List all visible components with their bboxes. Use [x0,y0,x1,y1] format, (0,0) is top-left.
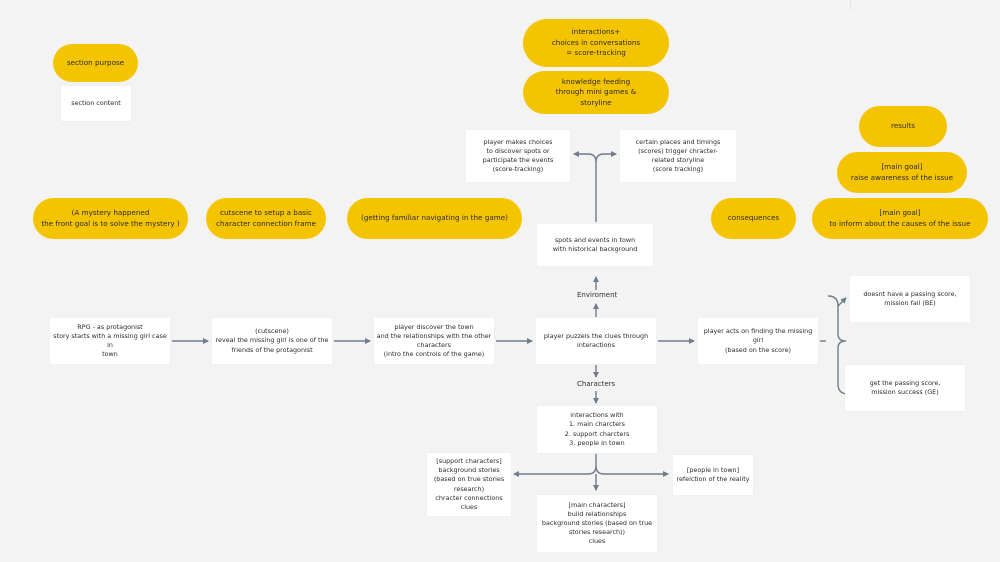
branch-interactions-to-support [513,454,597,477]
legend-section-purpose: section purpose [53,44,138,82]
pill-familiar: (getting familiar navigating in the game… [347,198,522,239]
pill-mystery: (A mystery happened the front goal is to… [33,198,188,239]
box-player-choices: player makes choices to discover spots o… [466,130,570,182]
box-support-characters: [support characters] background stories … [427,453,511,516]
box-mission-fail: doesnt have a passing score, mission fai… [850,276,970,322]
box-interactions-with: interactions with 1. main charcters 2. s… [537,406,657,453]
box-rpg-start: RPG - as protagonist story starts with a… [50,318,170,364]
legend-section-content: section content [61,86,131,121]
branch-spots-to-places [595,151,617,163]
label-characters: Characters [575,380,618,388]
box-mission-success: get the passing score, mission success (… [845,365,965,411]
pill-interactions-choices: interactions+ choices in conversations =… [523,19,669,67]
box-discover-town: player discover the town and the relatio… [374,318,494,364]
board-edge [0,0,851,10]
outcome-brace [827,295,849,395]
pill-cutscene-setup: cutscene to setup a basic character conn… [206,198,326,239]
arrow-brace-to-fail [837,297,847,307]
box-places-timings: certain places and timings (scores) trig… [620,130,736,182]
box-acts: player acts on finding the missing girl … [698,318,818,364]
pill-goal-inform: [main goal] to inform about the causes o… [812,198,988,239]
label-environment: Enviroment [575,291,620,299]
box-people-in-town: [people in town] refelction of the reali… [673,455,753,495]
pill-results: results [859,106,947,147]
pill-goal-awareness: [main goal] raise awareness of the issue [837,152,967,193]
branch-spots-to-choices [573,151,597,222]
branch-interactions-to-people [595,465,669,477]
box-main-characters: [main characters] build relationships ba… [537,495,657,552]
box-puzzles: player puzzels the clues through interac… [536,318,656,364]
pill-consequences: consequences [711,198,796,239]
box-cutscene-reveal: (cutscene) reveal the missing girl is on… [212,318,332,364]
box-spots-events: spots and events in town with historical… [537,224,653,266]
pill-knowledge-feeding: knowledge feeding through mini games & s… [523,71,669,114]
